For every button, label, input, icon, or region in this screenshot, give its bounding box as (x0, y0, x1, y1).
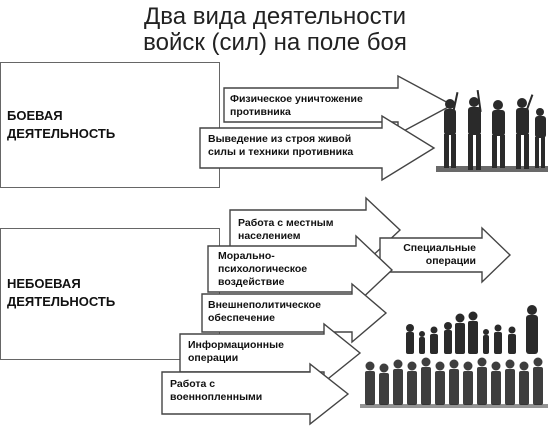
combat-activity-label: БОЕВАЯ ДЕЯТЕЛЬНОСТЬ (7, 107, 115, 143)
arrow-text: Внешнеполитическое обеспечение (208, 299, 321, 325)
arrow-text-line: Специальные (403, 242, 476, 254)
arrow-text-line: силы и техники противника (208, 146, 354, 158)
arrow-text: Выведение из строя живой силы и техники … (208, 133, 353, 159)
combat-label-line-1: БОЕВАЯ (7, 108, 63, 123)
arrow-text-line: операции (425, 255, 476, 267)
arrow-text-line: Внешнеполитическое (208, 299, 321, 311)
arrow-moral-psychological: Морально- психологическое воздействие (206, 234, 396, 306)
arrow-text: Специальные операции (390, 242, 476, 268)
arrow-text-line: воздействие (218, 276, 285, 288)
title-line-2: войск (сил) на поле боя (143, 29, 407, 56)
arrow-foreign-policy: Внешнеполитическое обеспечение (200, 282, 390, 344)
arrow-physical-destruction: Физическое уничтожение противника (222, 74, 458, 136)
arrow-special-operations: Специальные операции (378, 226, 514, 284)
arrow-text-line: психологическое (218, 263, 308, 275)
noncombat-activity-label: НЕБОЕВАЯ ДЕЯТЕЛЬНОСТЬ (7, 275, 115, 311)
arrow-shape (201, 282, 388, 344)
arrow-prisoners-of-war: Работа с военнопленными (160, 362, 352, 426)
arrow-text-line: населением (238, 230, 301, 242)
noncombat-label-line-2: ДЕЯТЕЛЬНОСТЬ (7, 294, 116, 309)
arrow-text-line: Работа с (170, 378, 216, 390)
arrow-text-line: Морально- (218, 250, 275, 262)
soldiers-silhouette-icon (436, 90, 548, 172)
arrow-text: Работа с местным населением (238, 217, 334, 243)
arrow-text-line: Информационные (188, 339, 284, 351)
arrow-shape (379, 226, 512, 284)
arrow-text-line: Работа с местным (238, 217, 334, 229)
arrow-text-line: Выведение из строя живой (208, 133, 352, 145)
arrow-text-line: военнопленными (170, 391, 263, 403)
arrow-shape (223, 74, 454, 136)
arrow-shape (199, 114, 436, 182)
arrow-text: Физическое уничтожение противника (230, 93, 363, 119)
noncombat-label-line-1: НЕБОЕВАЯ (7, 276, 81, 291)
title-line-1: Два вида деятельности (143, 3, 407, 30)
arrow-shape (161, 362, 350, 426)
diagram-title: Два вида деятельности войск (сил) на пол… (110, 4, 440, 56)
arrow-text-line: противника (230, 106, 291, 118)
combat-activity-box: БОЕВАЯ ДЕЯТЕЛЬНОСТЬ (0, 62, 220, 188)
arrow-text: Морально- психологическое воздействие (218, 250, 307, 289)
arrow-text-line: операции (188, 352, 239, 364)
arrow-text: Информационные операции (188, 339, 284, 365)
arrow-text-line: Физическое уничтожение (230, 93, 363, 105)
arrow-disable-forces: Выведение из строя живой силы и техники … (198, 114, 438, 184)
arrow-text: Работа с военнопленными (170, 378, 262, 404)
combat-label-line-2: ДЕЯТЕЛЬНОСТЬ (7, 126, 116, 141)
arrow-shape (207, 234, 394, 306)
arrow-text-line: обеспечение (208, 312, 275, 324)
civilians-crowd-icon (360, 300, 548, 424)
